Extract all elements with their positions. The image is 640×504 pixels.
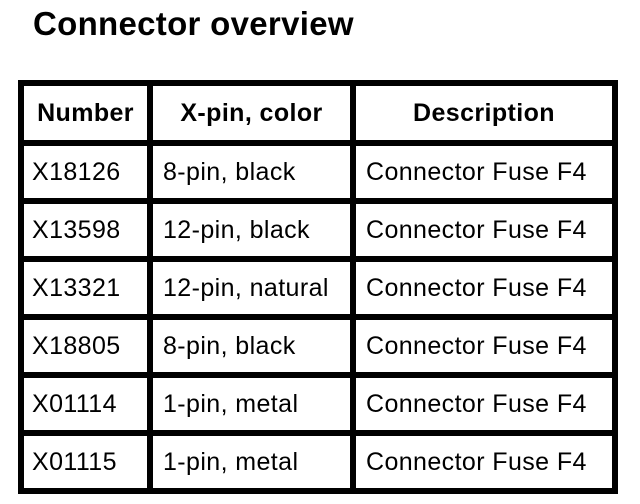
cell-number: X18126 xyxy=(24,146,153,204)
cell-pin-color: 12-pin, natural xyxy=(153,262,356,320)
table-header-row: Number X-pin, color Description xyxy=(24,86,618,146)
cell-pin-color: 8-pin, black xyxy=(153,146,356,204)
column-header-number: Number xyxy=(24,86,153,146)
cell-number: X13321 xyxy=(24,262,153,320)
cell-description: Connector Fuse F4 xyxy=(356,436,618,494)
table-header: Number X-pin, color Description xyxy=(24,86,618,146)
cell-number: X18805 xyxy=(24,320,153,378)
cell-pin-color: 1-pin, metal xyxy=(153,436,356,494)
cell-pin-color: 8-pin, black xyxy=(153,320,356,378)
cell-pin-color: 12-pin, black xyxy=(153,204,356,262)
cell-description: Connector Fuse F4 xyxy=(356,378,618,436)
cell-description: Connector Fuse F4 xyxy=(356,146,618,204)
column-header-description: Description xyxy=(356,86,618,146)
cell-number: X01114 xyxy=(24,378,153,436)
cell-description: Connector Fuse F4 xyxy=(356,320,618,378)
cell-description: Connector Fuse F4 xyxy=(356,204,618,262)
cell-description: Connector Fuse F4 xyxy=(356,262,618,320)
cell-pin-color: 1-pin, metal xyxy=(153,378,356,436)
column-header-pin-color: X-pin, color xyxy=(153,86,356,146)
cell-number: X01115 xyxy=(24,436,153,494)
cell-number: X13598 xyxy=(24,204,153,262)
page-title: Connector overview xyxy=(33,5,354,42)
